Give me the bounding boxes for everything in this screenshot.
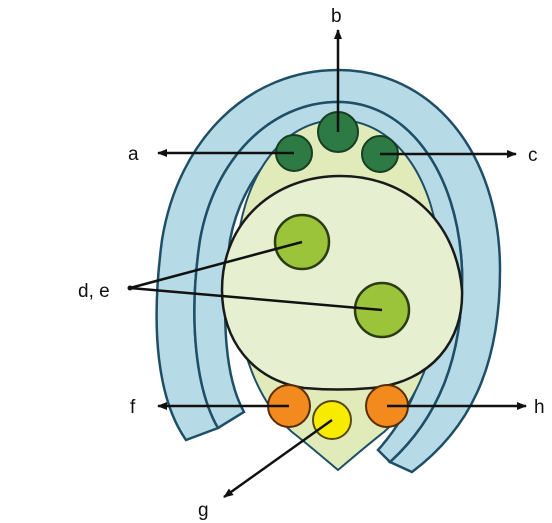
arrow-g	[224, 420, 332, 497]
label-de: d, e	[78, 281, 110, 302]
label-h: h	[534, 397, 545, 418]
label-a: a	[128, 144, 139, 165]
label-f: f	[130, 397, 136, 418]
label-b: b	[331, 6, 342, 27]
label-c: c	[528, 145, 538, 166]
label-g: g	[198, 500, 209, 521]
central-cell	[222, 176, 462, 390]
lines-de-junction	[128, 286, 133, 291]
